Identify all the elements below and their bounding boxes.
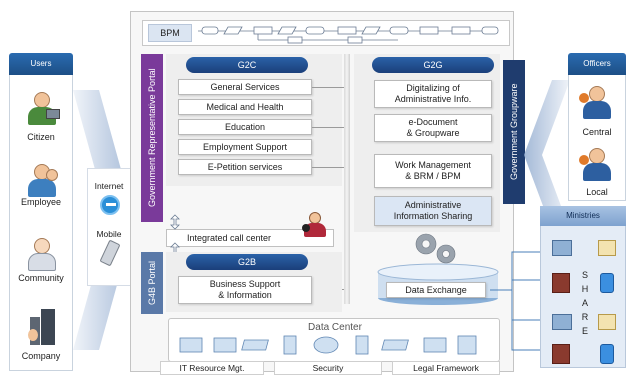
bpm-flow-diagram [198,26,499,44]
security-label: Security [274,361,382,375]
bpm-label: BPM [148,24,192,42]
officer-label-central: Central [582,127,612,137]
company-icon [28,309,60,347]
data-center-title: Data Center [308,322,362,333]
users-panel: Users Citizen Employee Community Company [9,53,73,371]
users-panel-title: Users [9,53,73,75]
data-center-devices [179,335,477,355]
gears-icon [415,233,456,264]
share-letter-r: R [581,312,589,322]
g2c-service-employment: Employment Support [178,139,312,155]
citizen-icon [24,91,64,127]
g2g-edocument: e-Document & Groupware [374,114,492,142]
connector-line-1 [312,87,344,88]
government-representative-portal-bar: Government Representative Portal [141,54,163,222]
g2b-title: G2B [186,254,308,270]
g2g-title: G2G [372,57,494,73]
database-icon-1 [600,273,614,293]
user-label-company: Company [21,351,61,361]
officers-arrow [524,80,570,230]
internet-explorer-icon [100,195,120,215]
officers-panel-body: Central Local [568,75,626,201]
call-center-box [166,229,334,247]
legal-framework-label: Legal Framework [392,361,500,375]
mobile-label: Mobile [96,229,122,239]
call-center-label: Integrated call center [186,233,272,243]
share-letter-s: S [581,270,588,280]
it-resource-label: IT Resource Mgt. [160,361,264,375]
user-label-employee: Employee [20,197,62,207]
g2g-work-management: Work Management & BRM / BPM [374,154,492,188]
central-officer-icon [579,85,619,121]
g4b-portal-bar: G4B Portal [141,252,163,314]
government-groupware-bar: Government Groupware [503,60,525,204]
officers-panel-title: Officers [568,53,626,75]
community-icon [24,237,64,273]
employee-icon [24,163,64,199]
g2g-admin-sharing: Administrative Information Sharing [374,196,492,226]
server-icon-1 [552,240,572,256]
central-spine [344,54,350,304]
g2c-service-medical: Medical and Health [178,99,312,115]
double-arrow-icon-1 [170,214,180,230]
user-label-citizen: Citizen [27,132,55,142]
g2c-service-education: Education [178,119,312,135]
ministry-connectors [490,251,546,351]
g2c-title: G2C [186,57,308,73]
database-icon-2 [600,344,614,364]
share-letter-a: A [581,298,588,308]
server-icon-2 [552,314,572,330]
officer-label-local: Local [586,187,608,197]
call-center-operator-icon [302,210,328,240]
folder-icon-2 [598,314,616,330]
building-icon-2 [552,344,570,364]
connector-line-3 [312,167,344,168]
share-letter-h: H [581,284,589,294]
officers-panel: Officers Central Local [568,53,626,201]
internet-label: Internet [94,181,124,191]
folder-icon-1 [598,240,616,256]
share-letter-e: E [581,326,588,336]
users-panel-body: Citizen Employee Community Company [9,75,73,371]
data-exchange-label: Data Exchange [386,282,486,298]
g2c-service-epetition: E-Petition services [178,159,312,175]
g2b-business-support: Business Support & Information [178,276,312,304]
g2c-service-general: General Services [178,79,312,95]
g2g-digitalizing: Digitalizing of Administrative Info. [374,80,492,108]
local-officer-icon [579,147,619,183]
user-label-community: Community [18,273,64,283]
building-icon-1 [552,273,570,293]
connector-line-2 [312,127,344,128]
ministries-title: Ministries [540,206,626,226]
